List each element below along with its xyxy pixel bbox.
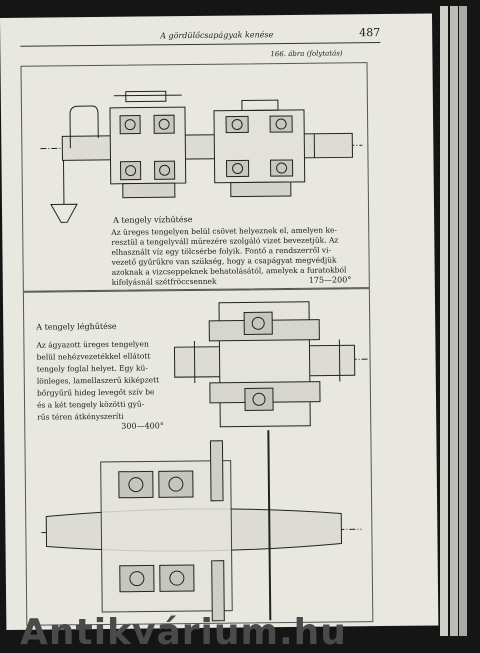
watermark: Antikvárium.hu [20,612,347,653]
page-edge [440,6,448,636]
page-edge [459,6,467,636]
body-line: tengely foglal helyet. Egy kü- [37,363,148,374]
body-line: kifolyásnál szétfröccsennek [112,277,217,288]
body-line: Az ágyazott üreges tengelyen [36,339,148,350]
figure-panel-air-cooling: A tengely léghűtése Az ágyazott üreges t… [23,288,373,626]
figure-label: 166. ábra (folytatás) [270,49,342,58]
air-cooling-drawing-bottom [40,439,362,622]
body-line: rűs téren átkényszeríti [37,412,124,423]
page-edge [450,6,458,636]
air-cooling-drawing-top [174,289,371,441]
section-heading: A tengely léghűtése [36,322,117,333]
page-number: 487 [359,26,380,39]
running-header: A gördülőcsapágyak kenése 487 [20,26,380,47]
temperature-range: 175—200° [309,275,352,284]
body-line: lönleges, lamellaszerű kiképzett [37,375,159,386]
body-line: belül nehézvezetékkel ellátott [37,351,151,362]
temperature-range: 300—400° [121,421,164,430]
header-title: A gördülőcsapágyak kenése [160,30,273,40]
figure-panel-water-cooling: A tengely vízhűtése Az üreges tengelyen … [21,62,370,292]
body-line: bőrgyűrű hideg levegőt szív be [37,387,155,398]
water-cooling-drawing [22,63,369,227]
section-heading: A tengely vízhűtése [113,215,192,226]
book-page: A gördülőcsapágyak kenése 487 166. ábra … [0,13,438,629]
body-line: és a két tengely közötti gyű- [37,400,144,411]
